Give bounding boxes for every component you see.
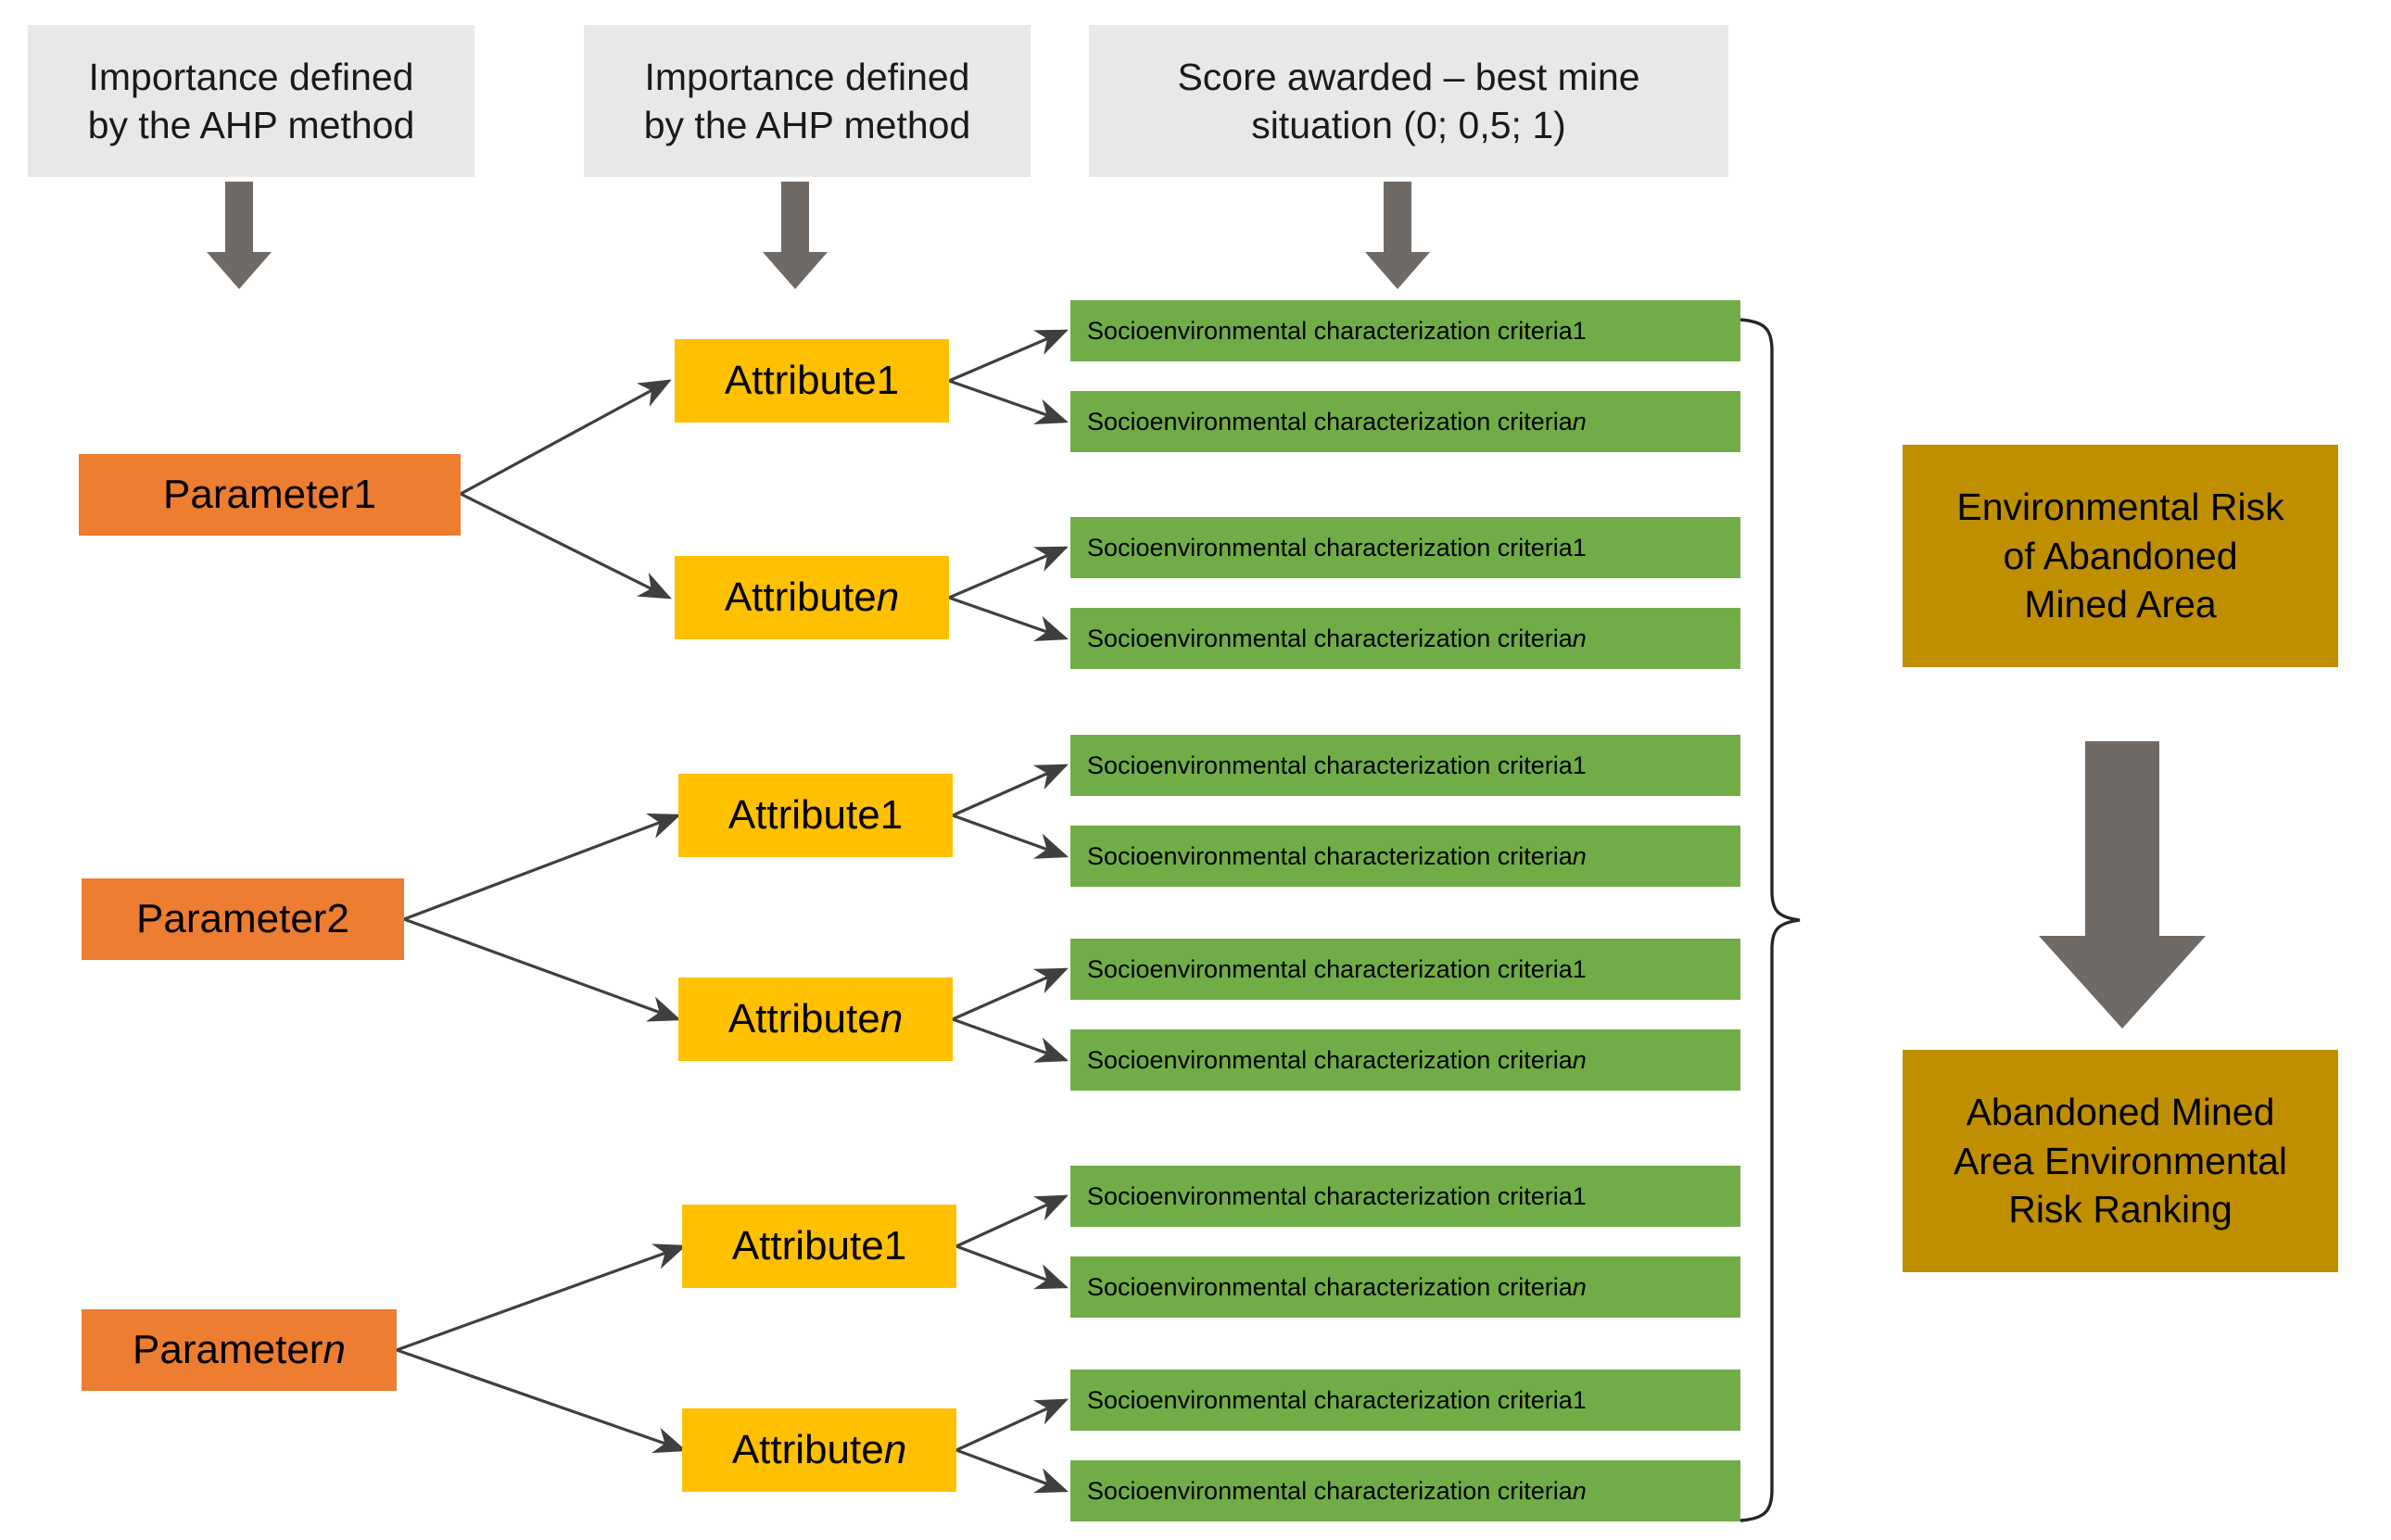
attribute-suffix: n xyxy=(876,574,900,620)
criteria-suffix: 1 xyxy=(1572,1181,1587,1210)
criteria-box-6[interactable]: Socioenvironmental characterization crit… xyxy=(1070,826,1740,887)
attribute-suffix: n xyxy=(879,995,904,1041)
criteria-label: Socioenvironmental characterization crit… xyxy=(1087,1476,1573,1505)
result-line-1: Environmental Risk xyxy=(1956,486,2284,529)
attribute-box-3-2[interactable]: Attribute n xyxy=(682,1408,956,1492)
legend-line-2: situation (0; 0,5; 1) xyxy=(1251,104,1566,146)
parameter-label: Parameter xyxy=(133,1326,323,1372)
legend-line-2: by the AHP method xyxy=(87,104,415,146)
result-line-2: Area Environmental xyxy=(1953,1139,2288,1182)
attribute-suffix: 1 xyxy=(883,1222,907,1269)
criteria-box-8[interactable]: Socioenvironmental characterization crit… xyxy=(1070,1029,1740,1091)
legend-line-1: Importance defined xyxy=(88,55,414,98)
legend-attribute-importance: Importance defined by the AHP method xyxy=(584,25,1031,177)
parameter-label: Parameter xyxy=(136,895,327,941)
criteria-label: Socioenvironmental characterization crit… xyxy=(1087,1385,1573,1414)
attribute-label: Attribute xyxy=(727,791,880,838)
criteria-label: Socioenvironmental characterization crit… xyxy=(1087,1272,1573,1301)
criteria-suffix: 1 xyxy=(1572,751,1587,779)
criteria-label: Socioenvironmental characterization crit… xyxy=(1087,624,1573,652)
criteria-suffix: n xyxy=(1572,1272,1587,1301)
attribute-label: Attribute xyxy=(724,357,877,403)
result-line-1: Abandoned Mined xyxy=(1966,1091,2275,1134)
criteria-suffix: 1 xyxy=(1572,316,1587,345)
legend-parameter-importance: Importance defined by the AHP method xyxy=(28,25,474,177)
attribute-suffix: n xyxy=(883,1426,907,1472)
parameter-box-3[interactable]: Parameter n xyxy=(82,1309,397,1391)
criteria-box-10[interactable]: Socioenvironmental characterization crit… xyxy=(1070,1256,1740,1318)
parameter-box-2[interactable]: Parameter 2 xyxy=(82,878,404,960)
criteria-suffix: n xyxy=(1572,1045,1587,1074)
attribute-suffix: 1 xyxy=(876,357,900,403)
parameter-suffix: n xyxy=(323,1326,346,1372)
parameter-suffix: 2 xyxy=(326,895,349,941)
criteria-label: Socioenvironmental characterization crit… xyxy=(1087,533,1573,562)
criteria-label: Socioenvironmental characterization crit… xyxy=(1087,841,1573,870)
criteria-box-7[interactable]: Socioenvironmental characterization crit… xyxy=(1070,939,1740,1000)
criteria-suffix: n xyxy=(1572,624,1587,652)
criteria-suffix: n xyxy=(1572,841,1587,870)
criteria-label: Socioenvironmental characterization crit… xyxy=(1087,316,1573,345)
criteria-box-5[interactable]: Socioenvironmental characterization crit… xyxy=(1070,735,1740,796)
criteria-suffix: 1 xyxy=(1572,954,1587,983)
attribute-box-1-2[interactable]: Attribute n xyxy=(675,556,949,639)
result-risk-ranking[interactable]: Abandoned Mined Area Environmental Risk … xyxy=(1903,1050,2338,1272)
criteria-suffix: 1 xyxy=(1572,533,1587,562)
criteria-box-4[interactable]: Socioenvironmental characterization crit… xyxy=(1070,608,1740,669)
legend-line-1: Score awarded – best mine xyxy=(1177,55,1640,98)
attribute-label: Attribute xyxy=(731,1222,884,1269)
parameter-box-1[interactable]: Parameter 1 xyxy=(79,454,461,536)
attribute-suffix: 1 xyxy=(879,791,904,838)
attribute-label: Attribute xyxy=(724,574,877,620)
attribute-label: Attribute xyxy=(727,995,880,1041)
parameter-suffix: 1 xyxy=(353,471,376,517)
attribute-box-2-1[interactable]: Attribute 1 xyxy=(678,774,953,857)
attribute-box-1-1[interactable]: Attribute 1 xyxy=(675,339,949,423)
criteria-suffix: 1 xyxy=(1572,1385,1587,1414)
attribute-box-3-1[interactable]: Attribute 1 xyxy=(682,1205,956,1288)
result-line-3: Risk Ranking xyxy=(2008,1188,2233,1231)
result-line-2: of Abandoned xyxy=(2003,534,2238,577)
criteria-label: Socioenvironmental characterization crit… xyxy=(1087,751,1573,779)
criteria-label: Socioenvironmental characterization crit… xyxy=(1087,954,1573,983)
criteria-box-11[interactable]: Socioenvironmental characterization crit… xyxy=(1070,1370,1740,1431)
criteria-box-1[interactable]: Socioenvironmental characterization crit… xyxy=(1070,300,1740,361)
criteria-box-12[interactable]: Socioenvironmental characterization crit… xyxy=(1070,1460,1740,1521)
result-environmental-risk[interactable]: Environmental Risk of Abandoned Mined Ar… xyxy=(1903,445,2338,667)
result-line-3: Mined Area xyxy=(2024,583,2217,626)
attribute-label: Attribute xyxy=(731,1426,884,1472)
legend-criteria-score: Score awarded – best mine situation (0; … xyxy=(1089,25,1728,177)
parameter-label: Parameter xyxy=(163,471,354,517)
legend-line-1: Importance defined xyxy=(644,55,970,98)
legend-line-2: by the AHP method xyxy=(643,104,971,146)
criteria-box-2[interactable]: Socioenvironmental characterization crit… xyxy=(1070,391,1740,452)
criteria-label: Socioenvironmental characterization crit… xyxy=(1087,1181,1573,1210)
criteria-label: Socioenvironmental characterization crit… xyxy=(1087,1045,1573,1074)
criteria-suffix: n xyxy=(1572,407,1587,435)
criteria-suffix: n xyxy=(1572,1476,1587,1505)
criteria-label: Socioenvironmental characterization crit… xyxy=(1087,407,1573,435)
attribute-box-2-2[interactable]: Attribute n xyxy=(678,978,953,1061)
criteria-box-3[interactable]: Socioenvironmental characterization crit… xyxy=(1070,517,1740,578)
criteria-box-9[interactable]: Socioenvironmental characterization crit… xyxy=(1070,1166,1740,1227)
